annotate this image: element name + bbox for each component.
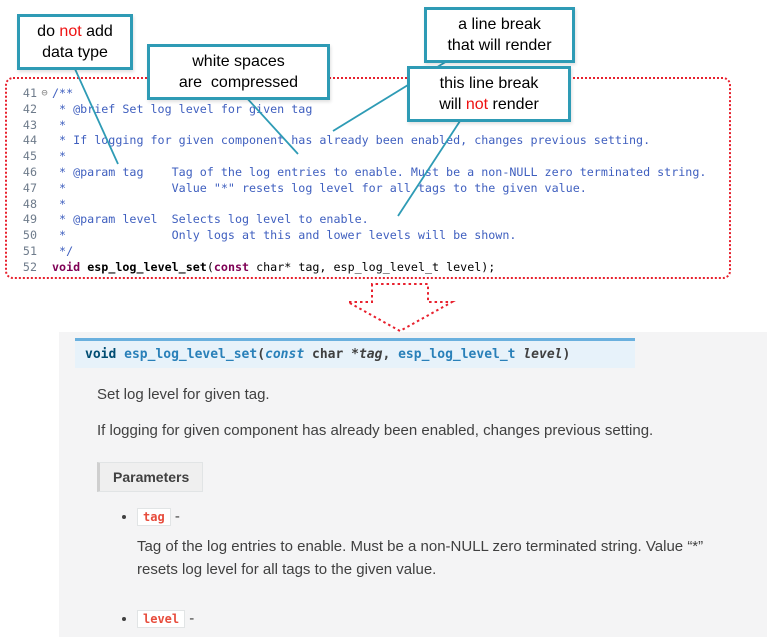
code-line: 47 * Value "*" resets log level for all … [13, 181, 727, 197]
callout-text: not [465, 96, 489, 114]
fold-gutter [37, 244, 52, 260]
callout-line-break-will-not-render: this line break will not render [407, 66, 571, 123]
code-line: 43 * [13, 118, 727, 134]
parameters-heading: Parameters [97, 462, 204, 492]
code-text: * [52, 196, 67, 211]
code-text: * Value "*" resets log level for all tag… [52, 180, 587, 195]
callout-text: add data type [42, 23, 113, 62]
fold-gutter [37, 118, 52, 134]
code-line: 44 * If logging for given component has … [13, 133, 727, 149]
callout-text: a line break that will render [447, 16, 552, 55]
code-line: 51 */ [13, 244, 727, 260]
callout-do-not-add-data-type: do not add data type [17, 14, 133, 71]
signature-token: esp_log_level_t [398, 347, 524, 362]
code-line: 49 * @param level Selects log level to e… [13, 212, 727, 228]
line-number: 41 [22, 86, 37, 100]
param-item: level -Selects log level to enable. Only… [137, 609, 743, 637]
code-line: 41 ⊖ /** [13, 86, 727, 102]
signature-token: , [382, 347, 399, 362]
param-separator: - [170, 508, 180, 525]
callout-text: not [59, 23, 82, 40]
fold-gutter [37, 212, 52, 228]
fold-gutter [37, 260, 52, 276]
fold-gutter [37, 149, 52, 165]
line-number: 51 [22, 243, 37, 258]
callout-text: white spaces are compressed [178, 53, 299, 92]
code-text: /** [52, 86, 74, 100]
code-line: 52 void esp_log_level_set(const char* tag… [13, 260, 727, 276]
param-item: tag - Tag of the log entries to enable. M… [137, 508, 743, 582]
line-number: 42 [22, 101, 37, 116]
fold-gutter [37, 181, 52, 197]
signature-token: void [85, 347, 125, 362]
signature-token: ( [257, 347, 266, 362]
signature-token: char * [304, 347, 359, 362]
line-number: 43 [22, 117, 37, 132]
code-lines: 41 ⊖ /** 42 * @brief Set log level for give… [13, 86, 727, 276]
signature-token: level [523, 347, 563, 362]
function-signature: void esp_log_level_set(const char *tag, … [75, 338, 635, 368]
code-text: * @param tag Tag of the log entries to e… [52, 164, 707, 179]
line-number: 52 [22, 259, 37, 274]
callout-white-spaces-compressed: white spaces are compressed [147, 44, 330, 101]
code-text: * [52, 149, 67, 164]
line-number: 46 [22, 164, 37, 179]
params-list: tag - Tag of the log entries to enable. M… [137, 508, 743, 637]
fold-gutter [37, 102, 52, 118]
param-name-chip: tag [137, 508, 171, 526]
fold-marker-icon: ⊖ [41, 87, 48, 99]
callout-line-break-that-will-render: a line break that will render [424, 7, 575, 64]
line-number: 50 [22, 228, 37, 243]
callout-text: do [37, 23, 60, 40]
code-line: 48 * [13, 197, 727, 213]
detailed-description: If logging for given component has alrea… [97, 421, 654, 439]
code-line: 46 * @param tag Tag of the log entries t… [13, 165, 727, 181]
fold-gutter [37, 165, 52, 181]
line-number: 45 [22, 149, 37, 164]
param-separator: - [185, 609, 195, 627]
signature-token: esp_log_level_set [124, 347, 258, 362]
code-text: * @param level Selects log level to enab… [52, 212, 369, 227]
code-text: * @brief Set log level for given tag [52, 101, 313, 116]
code-line: 50 * Only logs at this and lower levels … [13, 228, 727, 244]
code-text: * If logging for given component has alr… [52, 133, 651, 148]
line-number: 47 [22, 180, 37, 195]
code-text: * Only logs at this and lower levels wil… [52, 228, 517, 243]
code-line: 42 * @brief Set log level for given tag [13, 102, 727, 118]
code-line: 45 * [13, 149, 727, 165]
code-editor-snippet: 41 ⊖ /** 42 * @brief Set log level for give… [5, 77, 731, 279]
signature-token: const [265, 347, 305, 362]
rendered-docs-panel: void esp_log_level_set(const char *tag, … [59, 332, 767, 637]
fold-gutter [37, 228, 52, 244]
signature-token: ) [562, 347, 571, 362]
line-number: 48 [22, 196, 37, 211]
param-description: Tag of the log entries to enable. Must b… [137, 538, 704, 579]
callout-text: render [488, 96, 539, 114]
line-number: 44 [22, 133, 37, 148]
param-name-chip: level [137, 609, 186, 628]
code-text: */ [52, 243, 74, 258]
brief-description: Set log level for given tag. [97, 386, 270, 403]
line-number: 49 [22, 212, 37, 227]
code-text: void esp_log_level_set(const char* tag, … [52, 259, 496, 274]
code-text: * [52, 117, 67, 132]
fold-gutter [37, 197, 52, 213]
signature-token: tag [358, 347, 383, 362]
fold-gutter [37, 133, 52, 149]
